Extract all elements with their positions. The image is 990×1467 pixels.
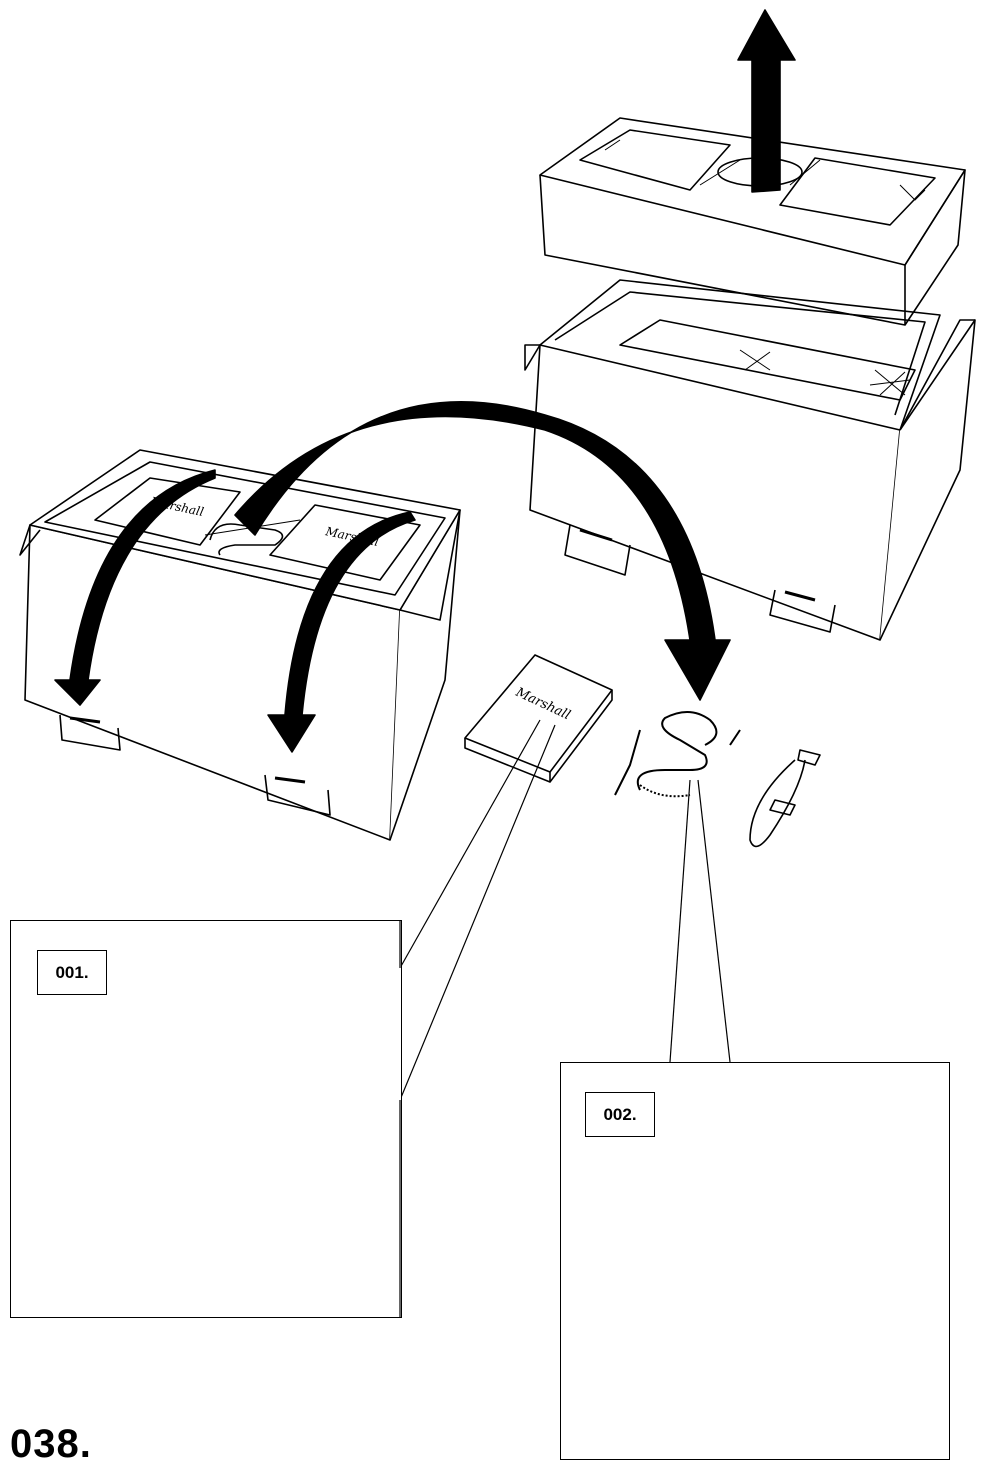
- usb-cable-icon: [749, 749, 821, 848]
- curved-arrow-icon: [267, 511, 416, 753]
- arrow-up-icon: [737, 9, 796, 193]
- right-box: [524, 279, 976, 641]
- callout-label-002: 002.: [585, 1092, 655, 1137]
- curved-arrow-icon: [234, 401, 731, 701]
- callout-label-001: 001.: [37, 950, 107, 995]
- page-number: 038.: [10, 1422, 92, 1466]
- coiled-cable-icon: [614, 711, 741, 798]
- left-box: [19, 449, 461, 841]
- curved-arrow-icon: [54, 469, 216, 706]
- manual-icon: [464, 654, 613, 783]
